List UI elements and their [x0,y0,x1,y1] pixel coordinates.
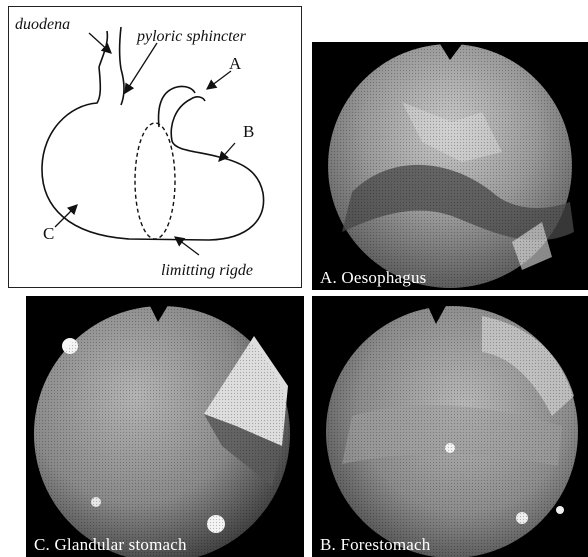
label-duodena: duodena [15,17,70,33]
stomach-outline [42,67,264,240]
forestomach-endoscopy-image [312,296,588,557]
label-b: B [243,123,254,140]
a-arrow [207,71,231,89]
glandular-caption: C. Glandular stomach [34,536,187,553]
limiting-ridge-ellipse [135,123,175,239]
pyloric-tube-inner [121,69,124,105]
forestomach-image-panel: B. Forestomach [312,296,588,557]
stomach-diagram: duodena pyloric sphincter A B C limittin… [8,6,302,288]
oesophagus-caption: A. Oesophagus [320,269,426,286]
label-c: C [43,225,54,242]
oesophagus-line-1 [159,86,195,127]
label-a: A [229,55,241,72]
glandular-image-panel: C. Glandular stomach [26,296,304,557]
stomach-outline-drawing [9,7,303,289]
label-limiting-ridge: limitting rigde [161,263,253,279]
label-pyloric-sphincter: pyloric sphincter [137,29,246,45]
pyloric-tube [120,27,122,69]
oesophagus-endoscopy-image [312,42,588,290]
oesophagus-image-panel: A. Oesophagus [312,42,588,290]
pyloric-arrow [125,43,157,93]
glandular-stomach-endoscopy-image [26,296,304,557]
forestomach-caption: B. Forestomach [320,536,430,553]
